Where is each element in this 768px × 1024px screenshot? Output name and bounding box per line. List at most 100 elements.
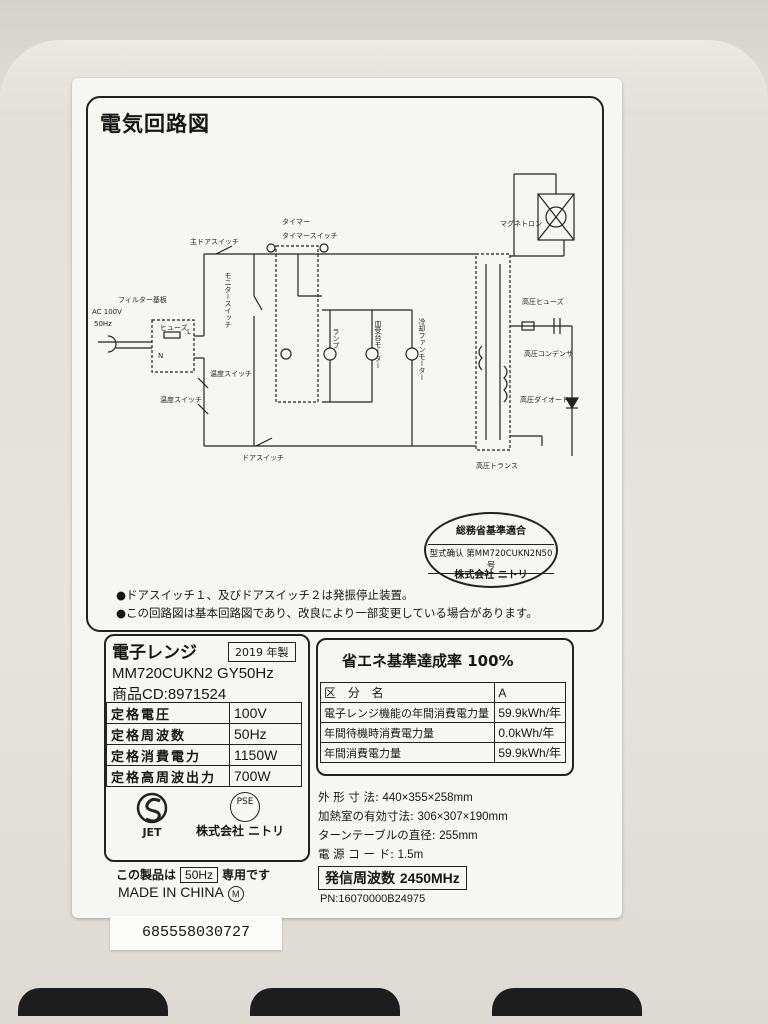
energy-value: 0.0kWh/年 xyxy=(494,722,566,743)
hv-diode-symbol xyxy=(564,397,580,410)
cert-line-2: 型式确认 第MM720CUKN2N50号 xyxy=(428,544,554,574)
model-number: MM720CUKN2 GY50Hz xyxy=(112,665,274,682)
made-in-text: MADE IN CHINA xyxy=(118,884,224,900)
freq-post: 専用です xyxy=(222,868,271,882)
list-item: 加熱室の有効寸法: 306×307×190mm xyxy=(318,807,508,826)
serial-sticker: 685558030727 xyxy=(110,916,282,950)
factory-mark: M xyxy=(227,886,244,902)
label-timer-switch: タイマースイッチ xyxy=(282,231,338,240)
energy-key: 年間消費電力量 xyxy=(319,742,496,763)
spec-box xyxy=(104,634,310,862)
label-fuse: ヒューズ xyxy=(160,323,188,332)
cert-line-3: 株式会社 ニトリ xyxy=(454,570,528,581)
label-main-door: 主ドアスイッチ xyxy=(190,237,239,246)
energy-key: 電子レンジ機能の年間消費電力量 xyxy=(319,702,496,723)
label-l: L xyxy=(187,328,191,336)
label-turntable-motor: 皿受台モーター xyxy=(374,320,382,369)
dim-value: 306×307×190mm xyxy=(417,811,508,823)
dim-value: 1.5m xyxy=(397,849,424,861)
energy-box xyxy=(316,638,574,776)
dim-key: 外 形 寸 法: xyxy=(318,790,379,804)
circuit-diagram-frame xyxy=(86,96,604,632)
label-n: N xyxy=(158,352,163,360)
dim-value: 440×355×258mm xyxy=(382,792,473,804)
energy-key: 区 分 名 xyxy=(319,682,496,703)
label-lamp: ランプ xyxy=(332,328,340,349)
circuit-diagram: AC 100V 50Hz フィルター基板 ヒューズ L N 主ドアスイッチ 温度… xyxy=(92,173,580,470)
vent-slot xyxy=(492,988,642,1016)
ac-plug-icon xyxy=(107,335,117,353)
energy-key: 年間待機時消費電力量 xyxy=(319,722,496,743)
rating-key: 定格電圧 xyxy=(106,702,230,724)
label-hv-diode: 高圧ダイオード xyxy=(520,395,569,404)
diagram-title: 電気回路図 xyxy=(100,112,210,136)
vent-slot xyxy=(18,988,168,1016)
rating-key: 定格消費電力 xyxy=(106,744,230,766)
dim-key: 加熱室の有効寸法: xyxy=(318,809,414,823)
fuse-symbol xyxy=(163,331,181,339)
rating-value: 50Hz xyxy=(229,723,302,745)
lamp-symbol xyxy=(323,347,337,361)
label-monitor: モニタースイッチ xyxy=(224,272,232,328)
label-timer: タイマー xyxy=(282,217,310,226)
note-1: ●ドアスイッチ１、及びドアスイッチ２は発振停止装置。 xyxy=(116,588,414,602)
hv-fuse-symbol xyxy=(521,321,535,331)
jet-label: JET xyxy=(141,826,162,838)
energy-value: A xyxy=(494,682,566,703)
list-item: 電 源 コ ー ド: 1.5m xyxy=(318,845,508,864)
filter-board xyxy=(151,319,195,373)
hv-transformer-symbol xyxy=(475,253,511,451)
label-ac: AC 100V xyxy=(92,308,122,316)
product-code: 商品CD:8971524 xyxy=(112,686,227,703)
label-hv-transformer: 高圧トランス xyxy=(476,461,518,470)
rating-value: 700W xyxy=(229,765,302,787)
label-door-switch: ドアスイッチ xyxy=(242,454,284,462)
list-item: 外 形 寸 法: 440×355×258mm xyxy=(318,788,508,807)
year-badge: 2019 年製 xyxy=(228,642,296,662)
certification-seal: 総務省基準適合 型式确认 第MM720CUKN2N50号 株式会社 ニトリ xyxy=(424,512,558,588)
freq-badge: 50Hz xyxy=(180,867,219,883)
dim-key: ターンテーブルの直径: xyxy=(318,828,436,842)
fan-motor-symbol xyxy=(405,347,419,361)
label-filter: フィルター基板 xyxy=(118,295,167,304)
energy-value: 59.9kWh/年 xyxy=(494,702,566,723)
vent-slot xyxy=(250,988,400,1016)
part-number: PN:16070000B24975 xyxy=(320,893,426,905)
energy-value: 59.9kWh/年 xyxy=(494,742,566,763)
rating-value: 100V xyxy=(229,702,302,724)
energy-header: 省エネ基準達成率 100% xyxy=(342,652,514,670)
label-magnetron: マグネトロン xyxy=(500,219,542,228)
oscillation-frequency: 発信周波数 2450MHz xyxy=(318,866,467,890)
freq-pre: この製品は xyxy=(116,868,177,882)
dimensions-list: 外 形 寸 法: 440×355×258mm 加熱室の有効寸法: 306×307… xyxy=(318,788,508,864)
dim-value: 255mm xyxy=(439,830,478,842)
dim-key: 電 源 コ ー ド: xyxy=(318,847,394,861)
rating-value: 1150W xyxy=(229,744,302,766)
jet-logo-icon: JET xyxy=(136,792,168,838)
label-temp2: 温度スイッチ xyxy=(160,395,202,404)
timer-block xyxy=(275,245,319,403)
rating-key: 定格高周波出力 xyxy=(106,765,230,787)
label-temp1: 温度スイッチ xyxy=(210,369,252,378)
cert-line-1: 総務省基準適合 xyxy=(456,526,526,537)
label-hz: 50Hz xyxy=(94,320,112,328)
maker-name: 株式会社 ニトリ xyxy=(196,824,285,838)
osc-key: 発信周波数 xyxy=(325,871,395,887)
list-item: ターンテーブルの直径: 255mm xyxy=(318,826,508,845)
osc-value: 2450MHz xyxy=(399,870,460,886)
product-name: 電子レンジ xyxy=(112,643,197,663)
note-2: ●この回路図は基本回路図であり、改良により一部変更している場合があります。 xyxy=(116,606,538,620)
label-fan-motor: 冷却ファンモーター xyxy=(418,317,426,381)
